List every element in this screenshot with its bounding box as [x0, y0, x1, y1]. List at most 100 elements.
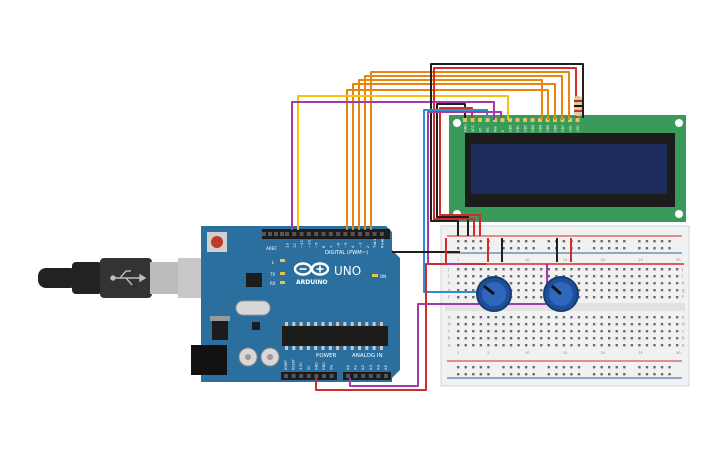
analog-pin-label: A3 [368, 364, 373, 370]
power-pin-2[interactable] [299, 374, 304, 378]
wire-d3-db6[interactable] [358, 79, 543, 230]
digital-pin-2[interactable] [299, 232, 304, 236]
lcd-pin-label: GND [463, 124, 467, 132]
digital-pin-7[interactable] [336, 232, 341, 236]
power-pin-4[interactable] [314, 374, 319, 378]
power-jack[interactable] [191, 345, 227, 375]
breadboard-row-label: a [682, 343, 685, 348]
breadboard-row-label: g [448, 288, 451, 293]
breadboard-row-label: a [448, 343, 451, 348]
lcd-pin-9[interactable] [530, 118, 535, 122]
lcd-pin-10[interactable] [538, 118, 542, 122]
atmega-chip-pins [285, 322, 383, 350]
digital-pin-label: ~11 [299, 239, 304, 248]
tx-label: TX [269, 272, 275, 277]
power-pin-label: 5V [307, 365, 311, 370]
lcd-pin-3[interactable] [485, 118, 490, 122]
digital-pin-label: 2 [365, 245, 370, 248]
breadboard-col-label: 30 [676, 351, 681, 355]
wire-d4-db4[interactable] [352, 83, 556, 230]
breadboard-row-label: h [448, 281, 451, 286]
breadboard-col-label: 20 [600, 258, 605, 262]
digital-pin-12[interactable] [372, 232, 377, 236]
digital-pin-label: 8 [321, 245, 326, 248]
digital-pin-11[interactable] [365, 232, 370, 236]
power-pin-1[interactable] [291, 374, 296, 378]
power-pin-5[interactable] [322, 374, 326, 378]
lcd-pin-2[interactable] [478, 118, 482, 122]
digital-pin-0[interactable] [285, 232, 289, 236]
power-pin-label: GND [314, 362, 318, 370]
analog-pin-0[interactable] [346, 374, 350, 378]
lcd-pin-label: DB6 [553, 125, 557, 132]
lcd-pin-label: VCC [471, 124, 475, 132]
breadboard-row-label: j [681, 267, 683, 272]
analog-pin-1[interactable] [353, 374, 358, 378]
lcd-pin-7[interactable] [515, 118, 520, 122]
breadboard-col-label: 15 [563, 351, 568, 355]
digital-pin-8[interactable] [343, 232, 348, 236]
breadboard-col-label: 10 [525, 351, 530, 355]
power-pin-0[interactable] [284, 374, 288, 378]
breadboard-row-label: d [448, 322, 451, 327]
digital-pin-label: ~9 [314, 242, 319, 248]
digital-pin-5[interactable] [321, 232, 326, 236]
digital-pin-label: ~5 [343, 242, 348, 248]
wire-d5-db5[interactable] [346, 89, 549, 230]
digital-pin-3[interactable] [306, 232, 311, 236]
digital-pin-label: 13 [285, 243, 290, 248]
lcd-pin-label: DB5 [546, 125, 550, 132]
wire-d11-rs[interactable] [297, 95, 509, 230]
digital-pin-6[interactable] [328, 232, 333, 236]
breadboard-row-label: b [448, 336, 451, 341]
breadboard-row-label: c [682, 329, 684, 334]
lcd-pin-15[interactable] [575, 118, 580, 122]
usb-cable[interactable] [38, 258, 224, 298]
potentiometer-1[interactable] [476, 276, 512, 312]
wire-lcd-gnd-2[interactable] [436, 103, 469, 236]
lcd-pin-8[interactable] [523, 118, 527, 122]
power-pin-3[interactable] [306, 374, 311, 378]
lcd-pin-5[interactable] [500, 118, 505, 122]
lcd-pin-0[interactable] [463, 118, 467, 122]
breadboard-col-label: 30 [676, 258, 681, 262]
reset-button[interactable] [211, 236, 223, 248]
digital-pin-1[interactable] [292, 232, 297, 236]
l-led [280, 259, 285, 262]
lcd-pin-1[interactable] [470, 118, 475, 122]
breadboard-col-label: 25 [638, 258, 643, 262]
analog-pin-2[interactable] [361, 374, 366, 378]
resistor[interactable] [574, 96, 582, 116]
lcd-pin-6[interactable] [508, 118, 512, 122]
lcd-pin-label: DB0 [508, 125, 512, 132]
wire-lcd-vcc-1[interactable] [433, 67, 577, 236]
breadboard-row-label: i [448, 274, 449, 279]
analog-header [343, 372, 391, 380]
wire-d6-e[interactable] [370, 71, 570, 230]
lcd-pin-label: DB2 [523, 125, 527, 132]
wire-d2-db7[interactable] [364, 75, 563, 230]
wire-lcd-pot2[interactable] [427, 111, 502, 265]
analog-pin-label: A0 [345, 364, 350, 370]
potentiometer-2[interactable] [543, 276, 579, 312]
power-pin-6[interactable] [329, 374, 334, 378]
lcd-pin-label: LED [576, 125, 580, 132]
digital-pin-label: 12 [292, 243, 297, 248]
digital-pin-13[interactable] [379, 232, 384, 236]
lcd-pin-label: E [501, 130, 505, 132]
analog-pin-4[interactable] [376, 374, 381, 378]
wire-lcd-gnd-1[interactable] [430, 63, 584, 236]
wire-arduino-5v[interactable] [315, 238, 447, 391]
digital-pin-9[interactable] [350, 232, 355, 236]
digital-pin-10[interactable] [358, 232, 362, 236]
breadboard-row-label: g [682, 288, 685, 293]
breadboard-col-label: 25 [638, 351, 643, 355]
analog-pin-5[interactable] [384, 374, 388, 378]
analog-pin-3[interactable] [368, 374, 373, 378]
digital-pin-4[interactable] [314, 232, 319, 236]
